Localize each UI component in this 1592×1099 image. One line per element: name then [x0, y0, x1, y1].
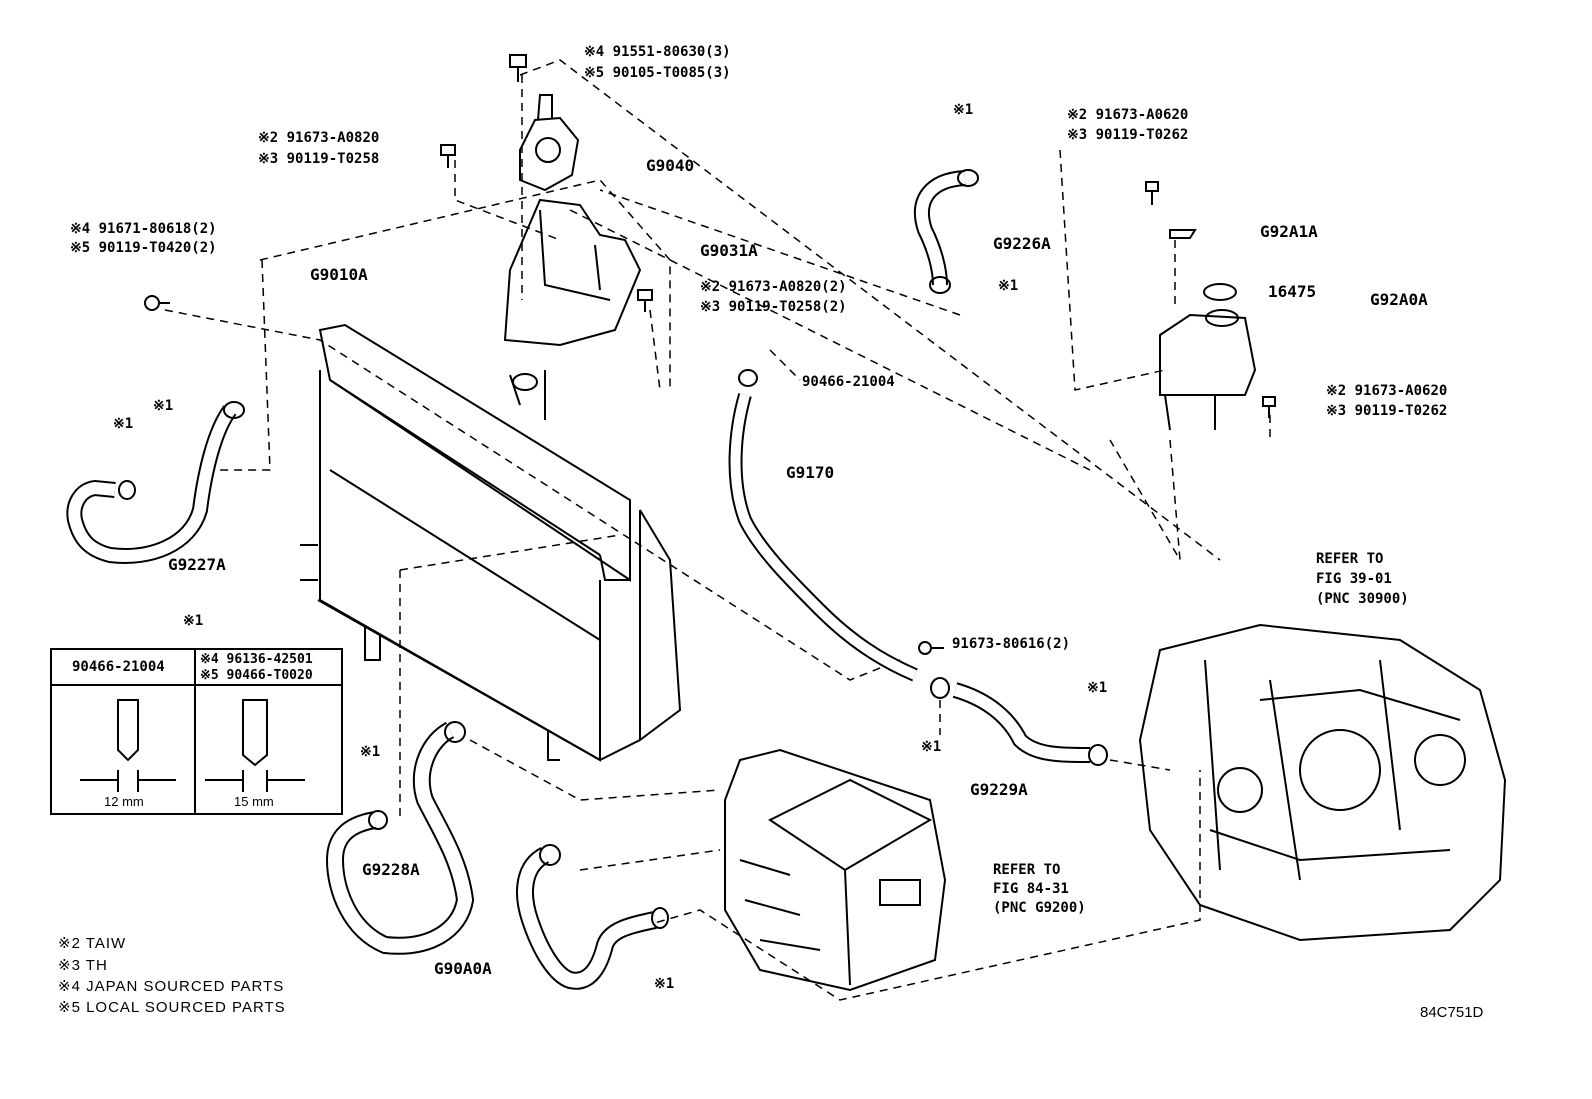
pnc-label-g92a0a: G92A0A [1370, 290, 1428, 309]
pnc-label-g9227a: G9227A [168, 555, 226, 574]
part-label: ※3 90119-T0262 [1067, 127, 1189, 143]
bolt-mid-icon [637, 289, 653, 312]
inverter-assembly [724, 748, 947, 992]
pnc-label-g9010a: G9010A [310, 265, 368, 284]
part-label: ※2 91673-A0620 [1326, 383, 1448, 399]
bolt-a0620-bottom-icon [1262, 396, 1276, 418]
part-label: ※2 91673-A0620 [1067, 107, 1189, 123]
clip-table-header-2b: ※5 90466-T0020 [200, 668, 313, 683]
clamp-mark: ※1 [360, 744, 381, 760]
refer-note: FIG 39-01 [1316, 571, 1392, 587]
clip-table-header-1: 90466-21004 [72, 659, 165, 675]
water-pump-g9040 [519, 94, 580, 192]
pnc-label-g92a1a: G92A1A [1260, 222, 1318, 241]
part-label: ※4 91551-80630(3) [584, 44, 731, 60]
part-label: ※2 91673-A0820(2) [700, 279, 847, 295]
dashed-leaders [164, 59, 1271, 1001]
pnc-label-g9040: G9040 [646, 156, 695, 175]
clip-table-lines [50, 648, 343, 815]
pnc-label-g9228a: G9228A [362, 860, 420, 879]
clip-table-header-2a: ※4 96136-42501 [200, 652, 313, 667]
hose-g9227a [66, 401, 245, 564]
clip-size-15mm: 15 mm [234, 794, 274, 809]
transmission-assembly [1138, 623, 1507, 942]
bolt-a0620-top-icon [1145, 181, 1159, 205]
refer-note: (PNC G9200) [993, 900, 1086, 916]
bolt-top-icon [509, 54, 527, 82]
part-label: ※3 90119-T0262 [1326, 403, 1448, 419]
pnc-label-g9170: G9170 [786, 463, 835, 482]
legend-item: ※5 LOCAL SOURCED PARTS [58, 999, 286, 1016]
cap-16475 [1203, 283, 1237, 301]
part-label: ※2 91673-A0820 [258, 130, 380, 146]
part-label: 90466-21004 [802, 374, 895, 390]
clamp-mark: ※1 [998, 278, 1019, 294]
clamp-mark: ※1 [113, 416, 134, 432]
refer-note: REFER TO [1316, 551, 1384, 567]
refer-note: (PNC 30900) [1316, 591, 1409, 607]
clamp-mark: ※1 [953, 102, 974, 118]
pnc-label-g9031a: G9031A [700, 241, 758, 260]
bolt-9167-a0820-icon [440, 144, 456, 168]
clamp-mark: ※1 [921, 739, 942, 755]
hose-g9170 [728, 369, 918, 682]
pnc-label-g9229a: G9229A [970, 780, 1028, 799]
reservoir-tank-g92a0a [1159, 229, 1257, 431]
pnc-label-g9226a: G9226A [993, 234, 1051, 253]
part-label: ※4 91671-80618(2) [70, 221, 217, 237]
clamp-mark: ※1 [654, 976, 675, 992]
part-label: ※5 90119-T0420(2) [70, 240, 217, 256]
clip-table [50, 648, 343, 815]
hose-g9228a [325, 721, 475, 955]
figure-code: 84C751D [1420, 1004, 1484, 1021]
hose-g9226a [913, 169, 979, 294]
clamp-mark: ※1 [153, 398, 174, 414]
pnc-label-g90a0a: G90A0A [434, 959, 492, 978]
legend-item: ※4 JAPAN SOURCED PARTS [58, 978, 285, 995]
clamp-mark: ※1 [183, 613, 204, 629]
clamp-mark: ※1 [1087, 680, 1108, 696]
part-label: ※5 90105-T0085(3) [584, 65, 731, 81]
bolt-80616-icon [918, 641, 944, 655]
refer-note: REFER TO [993, 862, 1061, 878]
legend-item: ※3 TH [58, 957, 108, 974]
part-label-16475: 16475 [1268, 282, 1317, 301]
refer-note: FIG 84-31 [993, 881, 1069, 897]
bracket-g9031a [503, 198, 642, 347]
hose-g9229a [930, 677, 1108, 766]
part-label: ※3 90119-T0258(2) [700, 299, 847, 315]
radiator-g9010a [300, 323, 682, 762]
clip-size-12mm: 12 mm [104, 794, 144, 809]
bolt-91671-icon [144, 295, 170, 311]
legend-item: ※2 TAIW [58, 935, 127, 952]
label-g92a1a [1169, 229, 1197, 239]
part-label: ※3 90119-T0258 [258, 151, 380, 167]
hose-g90a0a [516, 844, 669, 990]
part-label: 91673-80616(2) [952, 636, 1071, 652]
